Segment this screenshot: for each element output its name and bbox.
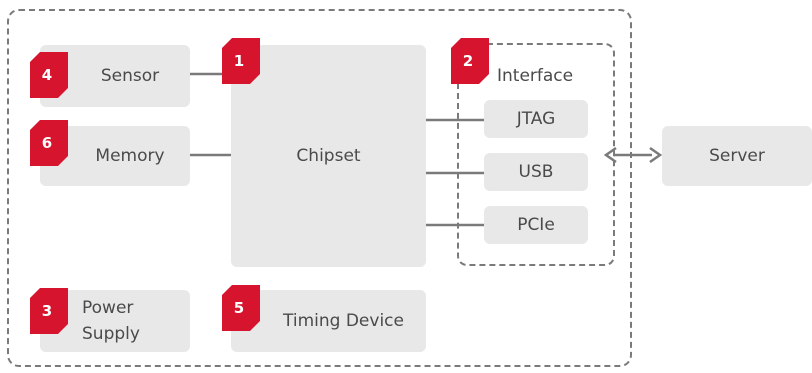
timing-device-badge: 5 <box>222 285 260 331</box>
badge-shape <box>30 288 68 334</box>
sensor-badge: 4 <box>30 52 68 98</box>
jtag-block: JTAG <box>484 100 588 138</box>
server-block: Server <box>662 126 812 186</box>
power-supply-label-line1: Power <box>82 298 134 318</box>
timing-device-block: Timing Device <box>231 290 426 352</box>
power-supply-badge: 3 <box>30 288 68 334</box>
pcie-label: PCIe <box>517 215 555 235</box>
memory-label: Memory <box>95 146 165 166</box>
power-supply-label: Power Supply <box>82 295 140 347</box>
timing-device-label: Timing Device <box>283 311 404 331</box>
usb-label: USB <box>518 162 554 182</box>
timing-device-badge-number: 5 <box>233 299 245 317</box>
power-supply-label-line2: Supply <box>82 324 140 344</box>
device-boundary <box>7 9 632 367</box>
memory-badge-number: 6 <box>41 134 53 152</box>
jtag-label: JTAG <box>516 109 556 129</box>
interface-title: Interface <box>497 66 574 86</box>
chipset-label: Chipset <box>296 146 361 166</box>
badge-shape <box>222 38 260 84</box>
sensor-label: Sensor <box>100 66 160 86</box>
badge-shape <box>222 285 260 331</box>
sensor-badge-number: 4 <box>41 66 53 84</box>
interface-badge: 2 <box>451 38 489 84</box>
chipset-block: Chipset <box>231 45 426 267</box>
badge-shape <box>30 120 68 166</box>
chipset-badge: 1 <box>222 38 260 84</box>
interface-badge-number: 2 <box>462 52 474 70</box>
chipset-badge-number: 1 <box>233 52 245 70</box>
badge-shape <box>30 52 68 98</box>
power-supply-badge-number: 3 <box>41 302 53 320</box>
usb-block: USB <box>484 153 588 191</box>
memory-badge: 6 <box>30 120 68 166</box>
arrowhead-left <box>603 146 617 164</box>
pcie-block: PCIe <box>484 206 588 244</box>
arrowhead-right <box>649 146 663 164</box>
badge-shape <box>451 38 489 84</box>
server-label: Server <box>709 146 765 166</box>
